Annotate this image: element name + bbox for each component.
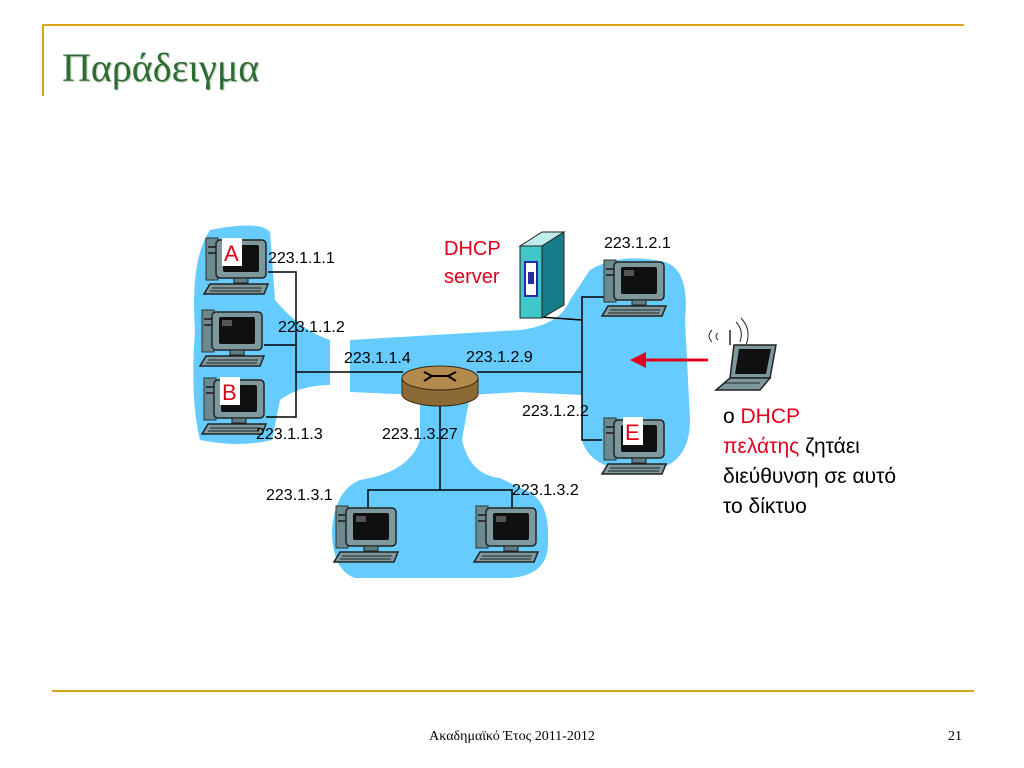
note-prefix: ο [723,405,741,428]
note-dhcp: DHCP [740,405,801,428]
note-rest1: ζητάει [799,435,860,458]
laptop-icon [708,317,777,391]
network-diagram: A B E DHCP server 223.1.1.1 223.1.1.2 22… [193,225,777,578]
request-arrow [630,352,708,368]
dhcp-server-label-line1: DHCP [444,238,501,260]
note-line3: διεύθυνση σε αυτό [723,465,897,488]
ip-host-bottom-left: 223.1.3.1 [266,487,333,504]
ip-router-left: 223.1.1.4 [344,350,411,367]
ip-host-bottom-right: 223.1.3.2 [512,482,579,499]
host-b-label-box [220,377,240,405]
network-links [264,271,605,520]
ip-host-top-right: 223.1.2.1 [604,235,671,252]
frame-left-line [42,24,44,96]
note-line4: το δίκτυο [723,495,807,518]
router-icon [401,365,479,407]
dhcp-server-label-line2: server [444,266,500,288]
host-a-label-box [222,238,242,266]
dhcp-client-note: ο DHCP πελάτης ζητάει διεύθυνση σε αυτό … [723,402,963,522]
host-b-label: B [222,380,237,405]
ip-host-e: 223.1.2.2 [522,403,589,420]
frame-top-line [42,24,964,26]
host-mid-left-computer-icon [199,309,265,367]
host-e-label: E [625,420,640,445]
ip-host-mid-left: 223.1.1.2 [278,319,345,336]
page-number: 21 [948,729,962,744]
dhcp-server-icon [518,231,566,319]
note-client: πελάτης [723,435,800,458]
ip-router-bottom: 223.1.3.27 [382,426,458,443]
ip-host-b: 223.1.1.3 [256,426,323,443]
slide-title: Παράδειγμα [62,45,260,90]
host-bottom-left-computer-icon [333,505,399,563]
host-top-right-computer-icon [601,259,667,317]
footer-line [52,690,974,692]
host-a-label: A [224,241,239,266]
ip-router-right: 223.1.2.9 [466,349,533,366]
host-bottom-right-computer-icon [473,505,539,563]
host-e-label-box [623,417,643,445]
footer-academic-year: Ακαδημαϊκό Έτος 2011-2012 [429,729,595,744]
ip-host-a: 223.1.1.1 [268,250,335,267]
